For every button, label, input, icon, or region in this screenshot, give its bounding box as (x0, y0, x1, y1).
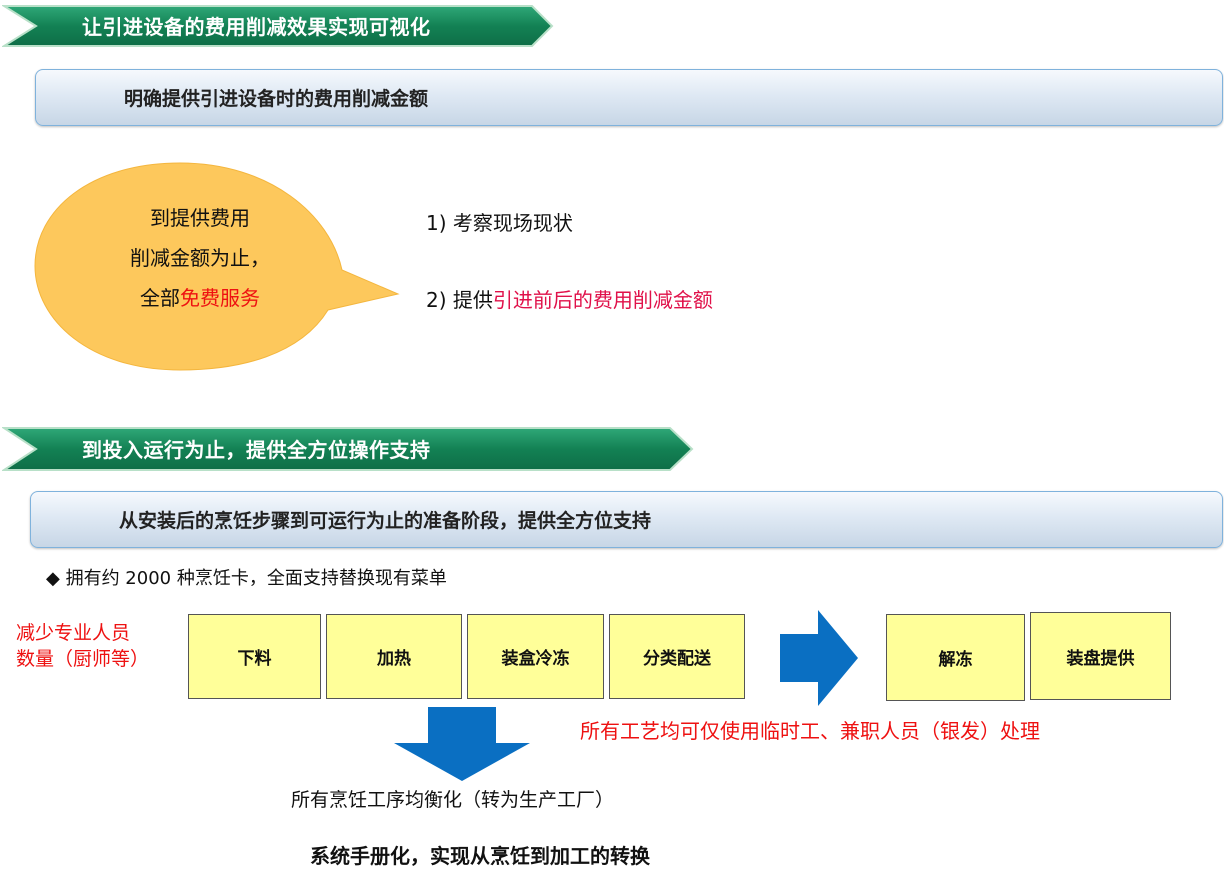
process-box-heating: 加热 (326, 614, 462, 699)
section1-bar-title: 明确提供引进设备时的费用削减金额 (124, 88, 429, 110)
section2-bar: 从安装后的烹饪步骤到可运行为止的准备阶段，提供全方位支持 (30, 491, 1223, 548)
section1-bar: 明确提供引进设备时的费用削减金额 (35, 69, 1223, 126)
side-label-line2: 数量（厨师等） (16, 648, 150, 670)
step-2-highlight: 引进前后的费用削减金额 (492, 288, 713, 312)
bubble-line2: 削减金额为止， (130, 246, 270, 270)
speech-bubble (34, 162, 400, 371)
down-arrow-icon (394, 707, 530, 781)
banner-arrow-shape (2, 5, 554, 47)
bubble-line1: 到提供费用 (150, 206, 250, 230)
banner-arrow-shape (2, 427, 694, 471)
bullet-line: ◆ 拥有约 2000 种烹饪卡，全面支持替换现有菜单 (46, 568, 447, 589)
section1-banner-title: 让引进设备的费用削减效果实现可视化 (82, 14, 431, 39)
right-note: 所有工艺均可仅使用临时工、兼职人员（银发）处理 (580, 719, 1040, 743)
section2-banner: 到投入运行为止，提供全方位操作支持 (2, 424, 694, 472)
down-note: 所有烹饪工序均衡化（转为生产工厂） (291, 789, 615, 811)
bubble-line3-highlight: 免费服务 (180, 286, 260, 310)
section2-banner-title: 到投入运行为止，提供全方位操作支持 (82, 437, 431, 462)
step-2-text: 2) 提供 (426, 288, 493, 312)
side-label: 减少专业人员 数量（厨师等） (16, 620, 149, 672)
process-box-packing-freezing: 装盒冷冻 (467, 614, 604, 699)
process-box-cutting: 下料 (188, 614, 321, 699)
conclusion: 系统手册化，实现从烹饪到加工的转换 (310, 844, 650, 868)
process-box-plating-serving: 装盘提供 (1030, 612, 1171, 700)
step-1: 1) 考察现场现状 (426, 207, 573, 236)
step-1-text: 1) 考察现场现状 (426, 211, 573, 235)
section1-banner: 让引进设备的费用削减效果实现可视化 (2, 2, 554, 48)
process-box-thawing: 解冻 (886, 614, 1025, 701)
right-arrow-icon (780, 610, 858, 706)
section2-bar-title: 从安装后的烹饪步骤到可运行为止的准备阶段，提供全方位支持 (119, 510, 652, 532)
side-label-line1: 减少专业人员 (16, 622, 131, 644)
bubble-text: 到提供费用 削减金额为止， 全部免费服务 (70, 198, 330, 318)
step-2: 2) 提供引进前后的费用削减金额 (426, 284, 713, 313)
process-box-sorting-delivery: 分类配送 (609, 614, 745, 699)
bubble-line3: 全部免费服务 (70, 278, 330, 318)
bubble-line3-prefix: 全部 (140, 286, 180, 310)
